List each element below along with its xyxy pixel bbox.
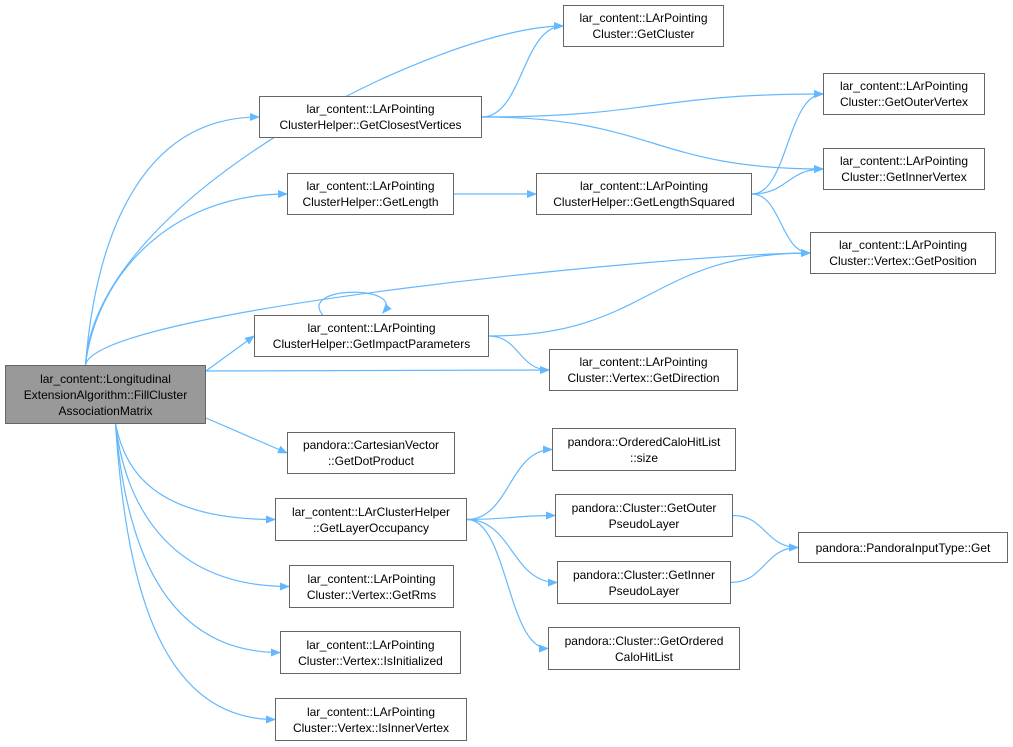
node-label: pandora::CartesianVector (302, 438, 440, 452)
node-label: Cluster::GetInnerVertex (841, 170, 967, 184)
edge-getClosestVertices-to-getInnerVertex (481, 116, 824, 173)
edge-root-to-getDotProduct (205, 417, 288, 454)
node-get-outer-vertex[interactable]: lar_content::LArPointing Cluster::GetOut… (823, 73, 985, 115)
node-label: Cluster::Vertex::IsInitialized (298, 653, 443, 668)
edge-getLengthSquared-to-getOuterVertex (751, 90, 824, 195)
node-label: ::GetDotProduct (327, 454, 415, 468)
node-label: lar_content::LArPointing (307, 571, 436, 586)
node-get-layer-occupancy[interactable]: lar_content::LArClusterHelper ::GetLayer… (275, 498, 467, 541)
node-label: lar_content::LArPointing (306, 179, 435, 193)
edge-root-to-getLength (84, 190, 288, 366)
node-is-inner-vertex[interactable]: lar_content::LArPointing Cluster::Vertex… (275, 698, 467, 741)
node-label: Cluster::Vertex::GetPosition (829, 254, 977, 268)
edge-getImpactParameters-to-getDirection (488, 335, 550, 374)
edge-getLayerOccupancy-to-orderedSize (466, 445, 553, 521)
node-label: PseudoLayer (608, 516, 680, 531)
node-label: lar_content::LArPointing (579, 179, 709, 193)
node-label: ClusterHelper::GetClosestVertices (279, 118, 462, 132)
node-label: ClusterHelper::GetLength (302, 195, 439, 209)
node-label: lar_content::LArPointing (839, 79, 969, 93)
node-label: Cluster::Vertex::GetRms (306, 587, 437, 602)
node-label: PseudoLayer (608, 583, 680, 598)
edge-root-to-getPosition (84, 249, 811, 366)
node-get-length[interactable]: lar_content::LArPointing ClusterHelper::… (287, 173, 454, 215)
node-label: Cluster::Vertex::GetDirection (567, 371, 720, 385)
node-label: ::size (629, 450, 658, 465)
edge-root-to-isInnerVertex (114, 423, 276, 724)
node-is-initialized[interactable]: lar_content::LArPointing Cluster::Vertex… (280, 631, 461, 674)
node-label: lar_content::LArPointing (838, 238, 968, 252)
edge-getLayerOccupancy-to-getInnerPseudoLayer (466, 518, 558, 587)
node-get-inner-pseudo-layer[interactable]: pandora::Cluster::GetInner PseudoLayer (557, 561, 731, 604)
edge-root-to-isInitialized (114, 423, 281, 657)
node-label: Cluster::GetCluster (592, 27, 695, 41)
node-label: lar_content::LArPointing (579, 355, 708, 369)
node-label: lar_content::LArPointing (579, 11, 708, 25)
edge-getClosestVertices-to-getOuterVertex (481, 90, 824, 118)
edge-root-to-getClosestVertices (84, 113, 260, 366)
edge-getLengthSquared-to-getPosition (751, 193, 811, 257)
node-label: Cluster::Vertex::IsInnerVertex (292, 720, 450, 735)
node-label: lar_content::LArClusterHelper (291, 504, 451, 519)
node-get-outer-pseudo-layer[interactable]: pandora::Cluster::GetOuter PseudoLayer (555, 494, 733, 537)
node-label: lar_content::LArPointing (839, 154, 969, 168)
edge-root-to-getRms (114, 423, 290, 591)
edge-getOuterPseudoLayer-to-pandoraGet (732, 514, 799, 552)
node-label: lar_content::LArPointing (306, 102, 435, 116)
node-label: pandora::OrderedCaloHitList (567, 434, 721, 449)
edge-getClosestVertices-to-getCluster (481, 22, 564, 118)
edge-root-to-getDirection (205, 366, 550, 375)
node-get-dot-product[interactable]: pandora::CartesianVector ::GetDotProduct (287, 432, 455, 474)
node-label: lar_content::LArPointing (306, 704, 436, 719)
node-get-direction[interactable]: lar_content::LArPointing Cluster::Vertex… (549, 349, 738, 391)
node-get-length-squared[interactable]: lar_content::LArPointing ClusterHelper::… (536, 173, 752, 215)
node-label: lar_content::LArPointing (306, 637, 435, 652)
node-label: lar_content::LArPointing (307, 321, 436, 335)
edge-getLengthSquared-to-getInnerVertex (751, 165, 824, 195)
node-get-position[interactable]: lar_content::LArPointing Cluster::Vertex… (810, 232, 996, 274)
node-label: pandora::PandoraInputType::Get (815, 540, 991, 555)
node-get-closest-vertices[interactable]: lar_content::LArPointing ClusterHelper::… (259, 96, 482, 138)
node-label: ClusterHelper::GetLengthSquared (553, 195, 735, 209)
node-label: pandora::Cluster::GetOrdered (564, 633, 724, 648)
node-label: ::GetLayerOccupancy (312, 520, 430, 535)
edge-root-to-getLayerOccupancy (114, 423, 276, 524)
edge-getInnerPseudoLayer-to-pandoraGet (730, 543, 799, 584)
node-get-rms[interactable]: lar_content::LArPointing Cluster::Vertex… (289, 565, 454, 608)
node-label: Cluster::GetOuterVertex (839, 95, 969, 109)
edge-getLayerOccupancy-to-getOuterPseudoLayer (466, 511, 556, 521)
edge-getImpactParameters-to-getImpactParameters (318, 291, 392, 316)
node-label: pandora::Cluster::GetOuter (571, 500, 717, 515)
root-function-node: lar_content::Longitudinal ExtensionAlgor… (5, 365, 206, 424)
edge-getLayerOccupancy-to-getOrderedCaloHitList (466, 518, 549, 653)
edge-getImpactParameters-to-getPosition (488, 249, 811, 337)
edge-root-to-getImpactParameters (205, 335, 255, 372)
node-get-ordered-calo-hit-list[interactable]: pandora::Cluster::GetOrdered CaloHitList (548, 627, 740, 670)
node-label: CaloHitList (614, 649, 674, 664)
node-ordered-calo-hit-list-size[interactable]: pandora::OrderedCaloHitList ::size (552, 428, 736, 471)
node-get-inner-vertex[interactable]: lar_content::LArPointing Cluster::GetInn… (823, 148, 985, 190)
node-label: ClusterHelper::GetImpactParameters (272, 337, 471, 351)
node-label: AssociationMatrix (58, 403, 153, 418)
node-pandora-input-type-get[interactable]: pandora::PandoraInputType::Get (798, 532, 1008, 563)
node-label: ExtensionAlgorithm::FillCluster (23, 387, 188, 402)
node-label: lar_content::Longitudinal (40, 371, 171, 386)
node-get-cluster[interactable]: lar_content::LArPointing Cluster::GetClu… (563, 5, 724, 47)
node-get-impact-parameters[interactable]: lar_content::LArPointing ClusterHelper::… (254, 315, 489, 357)
node-label: pandora::Cluster::GetInner (572, 567, 716, 582)
